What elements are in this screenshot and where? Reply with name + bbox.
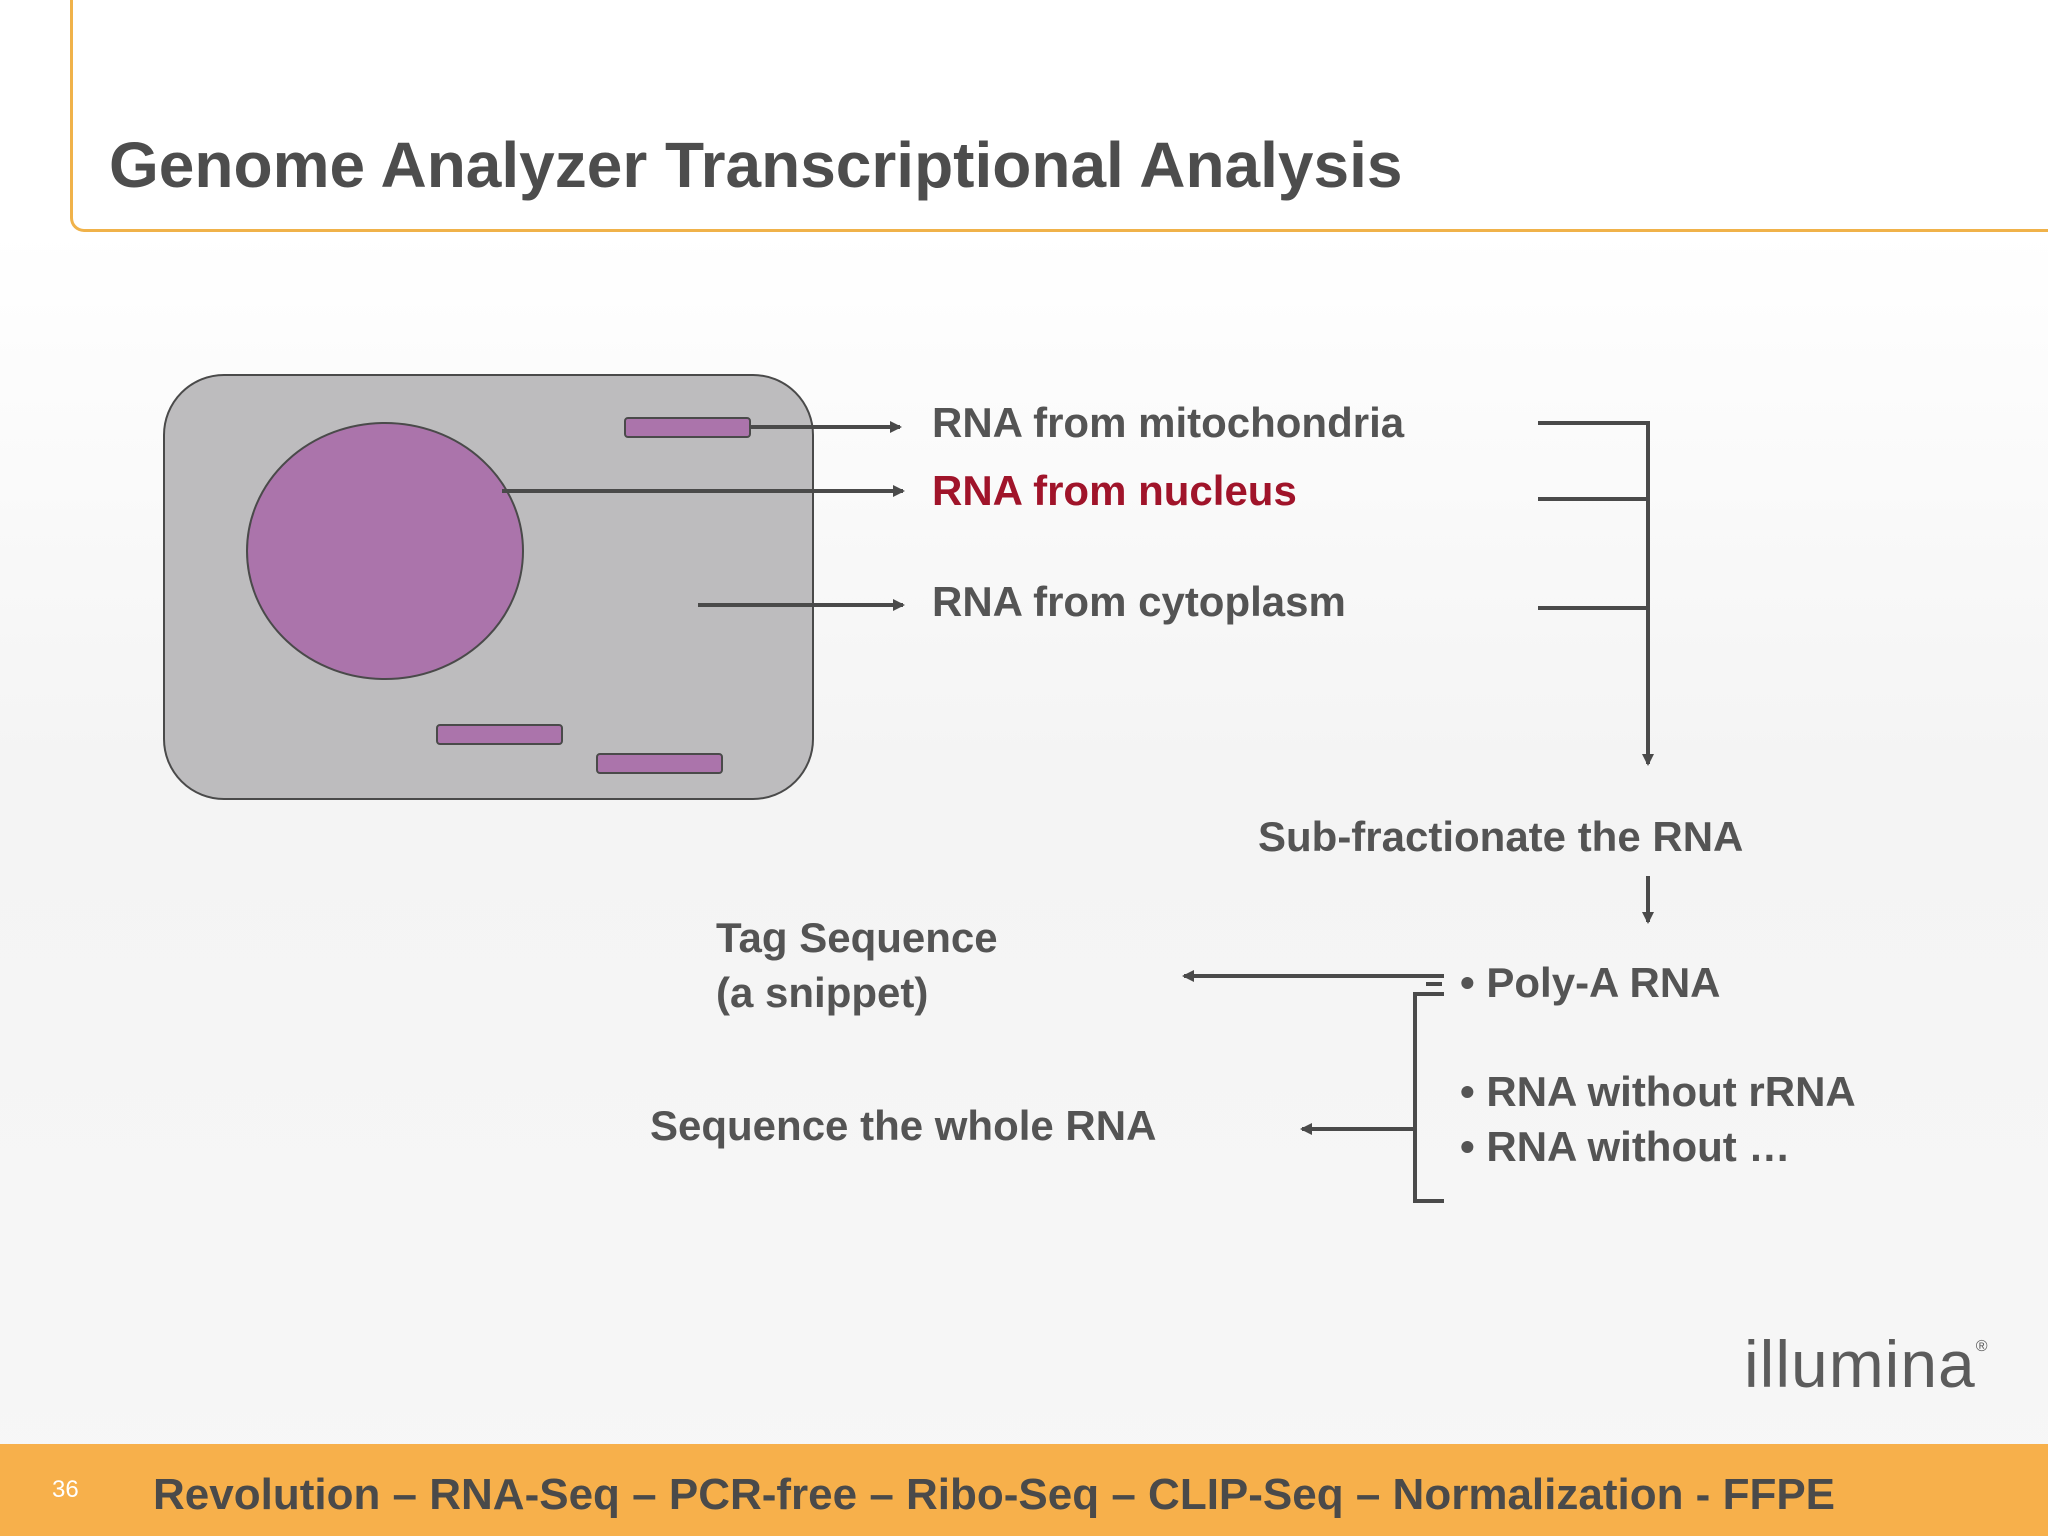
mitochondrion-bottom-right [596, 753, 723, 774]
footer-text: Revolution – RNA-Seq – PCR-free – Ribo-S… [153, 1470, 1836, 1519]
label-rna-mitochondria: RNA from mitochondria [932, 399, 1405, 446]
logo-registered-mark: ® [1975, 1338, 1989, 1355]
mitochondrion-top [624, 417, 751, 438]
footer-bar [0, 1444, 2048, 1536]
label-whole-rna: Sequence the whole RNA [650, 1102, 1157, 1149]
page-number: 36 [52, 1476, 79, 1503]
title-frame [70, 0, 2048, 232]
nucleus-shape [246, 422, 524, 680]
diagram [163, 374, 1654, 1203]
illumina-logo: illumina® [1744, 1326, 1989, 1402]
mitochondrion-bottom-left [436, 724, 563, 745]
label-subfractionate: Sub-fractionate the RNA [1258, 813, 1744, 860]
label-without-other: • RNA without … [1460, 1123, 1791, 1170]
label-poly-a: • Poly-A RNA [1460, 959, 1721, 1006]
slide-title: Genome Analyzer Transcriptional Analysis [109, 129, 1403, 201]
label-tag-sequence: Tag Sequence [716, 914, 998, 961]
label-tag-sequence-snippet: (a snippet) [716, 969, 929, 1016]
logo-text: illumina [1744, 1327, 1976, 1401]
label-without-rrna: • RNA without rRNA [1460, 1068, 1856, 1115]
label-rna-cytoplasm: RNA from cytoplasm [932, 578, 1346, 625]
label-rna-nucleus: RNA from nucleus [932, 467, 1297, 514]
